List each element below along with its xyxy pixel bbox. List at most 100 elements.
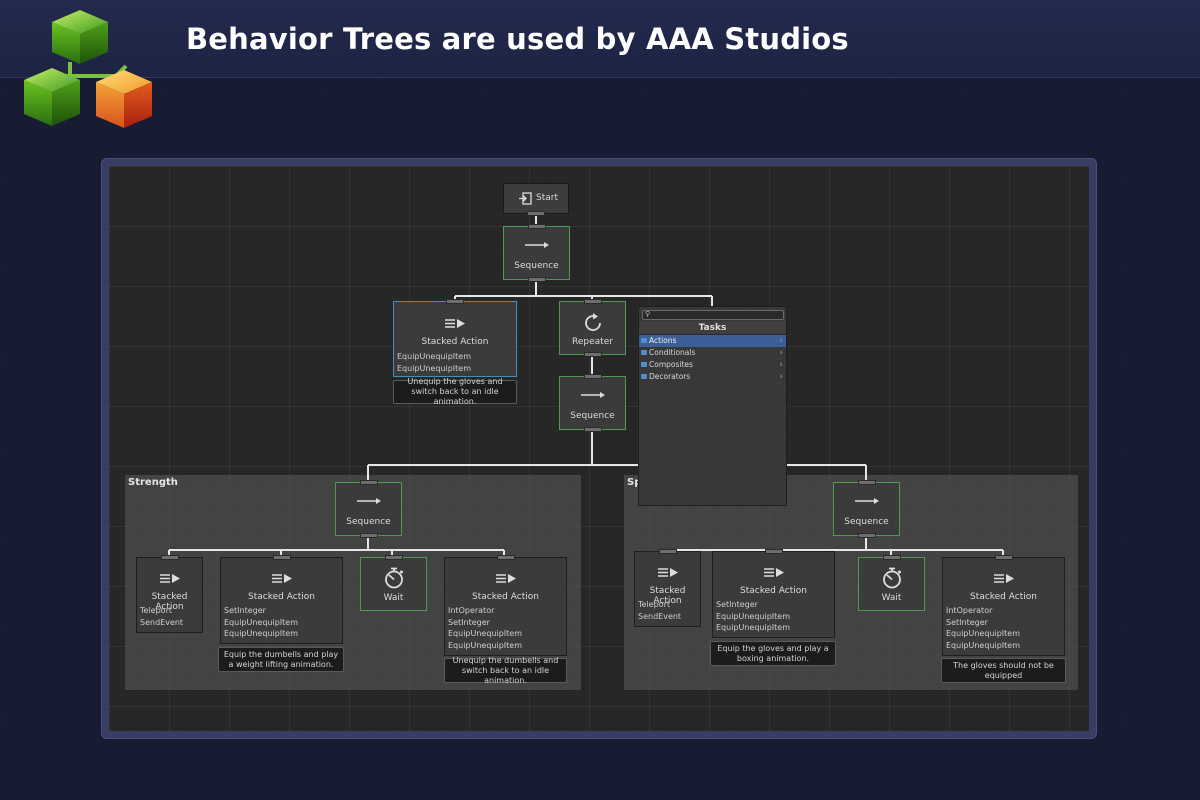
task-item: EquipUnequipItem [946,640,1021,650]
tasks-search-field[interactable]: ⚲ [642,310,784,320]
input-port[interactable] [384,555,403,560]
task-list: EquipUnequipItem EquipUnequipItem [397,351,471,374]
node-label: Stacked Action [248,592,315,602]
stacked-action-icon [943,573,1064,584]
folder-icon [641,362,647,367]
task-list: Teleport SendEvent [140,605,183,628]
task-item: IntOperator [946,606,993,615]
node-label: Stacked Action [421,337,489,347]
output-port[interactable] [359,533,378,538]
input-port[interactable] [764,549,783,554]
node-label: Wait [881,593,902,603]
input-port[interactable] [882,555,901,560]
chevron-right-icon: › [779,348,783,358]
search-icon: ⚲ [645,310,651,318]
node-comment: Equip the gloves and play a boxing anima… [710,641,836,666]
tasks-panel[interactable]: ⚲ Tasks Actions › Conditionals › Composi… [638,306,787,506]
tasks-item-label: Actions [649,336,677,345]
header-bar: Behavior Trees are used by AAA Studios [0,0,1200,78]
group-label: Spe [627,477,648,488]
stacked-action-node[interactable]: Stacked Action Teleport SendEvent [634,549,701,627]
input-port[interactable] [359,480,378,485]
node-label: Stacked Action [649,586,686,606]
output-port[interactable] [527,277,546,282]
task-list: IntOperator SetInteger EquipUnequipItem … [448,605,522,651]
input-port[interactable] [496,555,515,560]
task-list: Teleport SendEvent [638,599,681,622]
tasks-panel-title: Tasks [639,321,786,335]
arrow-right-icon [834,497,899,505]
node-label: Wait [383,593,404,603]
sequence-node-inner[interactable]: Sequence [559,374,626,432]
input-port[interactable] [527,224,546,229]
sequence-node-speed[interactable]: Sequence [833,480,900,538]
group-label: Strength [128,477,178,488]
node-comment: Unequip the gloves and switch back to an… [393,377,517,406]
node-label: Sequence [844,517,889,527]
input-port[interactable] [994,555,1013,560]
input-port[interactable] [583,299,602,304]
sequence-node-root[interactable]: Sequence [503,224,570,282]
repeater-node[interactable]: Repeater [559,299,626,357]
chevron-right-icon: › [779,372,783,382]
arrow-right-icon [336,497,401,505]
folder-icon [641,374,647,379]
task-list: SetInteger EquipUnequipItem EquipUnequip… [716,599,790,634]
input-port[interactable] [446,299,464,304]
task-item: EquipUnequipItem [224,617,299,627]
chevron-right-icon: › [779,336,783,346]
input-port[interactable] [658,549,677,554]
task-item: EquipUnequipItem [397,352,472,361]
input-port[interactable] [583,374,602,379]
stacked-action-node[interactable]: Stacked Action IntOperator SetInteger Eq… [942,555,1065,656]
node-label: Repeater [572,337,613,347]
arrow-right-icon [560,391,625,399]
stopwatch-icon [859,566,924,590]
input-port[interactable] [160,555,179,560]
wait-node[interactable]: Wait [858,555,925,611]
node-label: Stacked Action [151,592,188,612]
input-port[interactable] [272,555,291,560]
enter-icon [518,192,532,208]
wait-node[interactable]: Wait [360,555,427,611]
output-port[interactable] [527,211,545,216]
stacked-action-icon [445,573,566,584]
stacked-action-node[interactable]: Stacked Action EquipUnequipItem EquipUne… [393,299,517,377]
stacked-action-icon [635,567,700,578]
output-port[interactable] [857,533,876,538]
node-label: Stacked Action [472,592,539,602]
tasks-item-composites[interactable]: Composites › [639,359,786,371]
task-item: Teleport [638,600,670,609]
task-list: SetInteger EquipUnequipItem EquipUnequip… [224,605,298,640]
task-item: EquipUnequipItem [448,629,523,638]
sequence-node-strength[interactable]: Sequence [335,480,402,538]
input-port[interactable] [857,480,876,485]
stopwatch-icon [361,566,426,590]
node-comment: The gloves should not be equipped [941,658,1066,683]
task-item: EquipUnequipItem [946,629,1021,638]
tasks-item-decorators[interactable]: Decorators › [639,371,786,383]
stacked-action-icon [137,573,202,584]
task-item: Teleport [140,606,172,615]
node-label: Stacked Action [740,586,807,596]
chevron-right-icon: › [779,360,783,370]
folder-icon [641,350,647,355]
stacked-action-icon [713,567,834,578]
task-item: SetInteger [224,606,266,615]
tasks-item-actions[interactable]: Actions › [639,335,786,347]
stacked-action-node[interactable]: Stacked Action IntOperator SetInteger Eq… [444,555,567,656]
stacked-action-icon [394,318,516,329]
node-comment: Unequip the dumbells and switch back to … [444,656,567,685]
start-node[interactable]: Start [503,183,569,216]
output-port[interactable] [583,352,602,357]
task-item: IntOperator [448,606,495,615]
tasks-item-conditionals[interactable]: Conditionals › [639,347,786,359]
task-item: EquipUnequipItem [397,363,472,373]
node-comment: Equip the dumbells and play a weight lif… [218,647,344,672]
repeat-icon [560,311,625,335]
output-port[interactable] [583,427,602,432]
stacked-action-node[interactable]: Stacked Action SetInteger EquipUnequipIt… [712,549,835,638]
stacked-action-node[interactable]: Stacked Action Teleport SendEvent [136,555,203,633]
graph-canvas[interactable]: Strength Spe [109,166,1089,731]
stacked-action-node[interactable]: Stacked Action SetInteger EquipUnequipIt… [220,555,343,644]
